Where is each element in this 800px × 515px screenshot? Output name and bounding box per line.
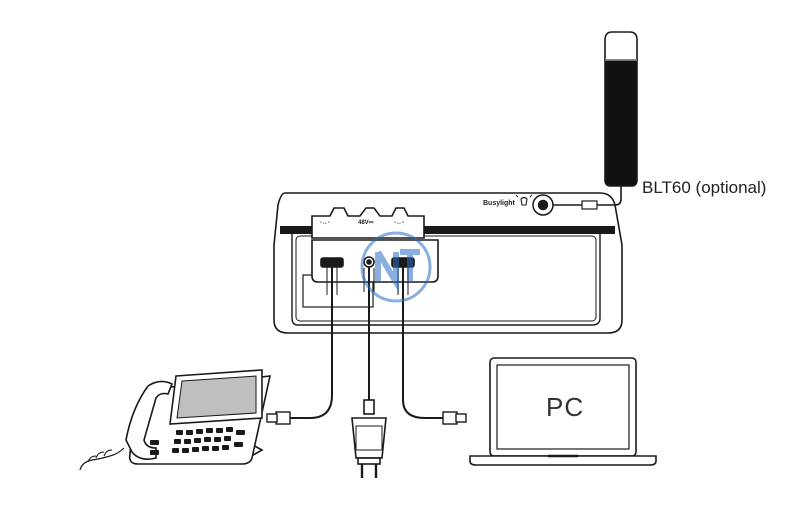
usb-plug-pc bbox=[442, 411, 467, 425]
power-adapter bbox=[351, 399, 387, 478]
dc-port bbox=[366, 259, 372, 265]
watermark-logo bbox=[360, 231, 432, 303]
busylight-port bbox=[515, 194, 554, 216]
pc-label: PC bbox=[546, 392, 585, 422]
usb-right-port-label: -↔- bbox=[394, 220, 404, 226]
blt60-label: BLT60 (optional) bbox=[642, 178, 767, 197]
phone-keypad bbox=[150, 427, 245, 455]
lightbulb-icon bbox=[520, 196, 528, 206]
ip-phone bbox=[79, 369, 272, 471]
usb-plug-phone bbox=[266, 411, 291, 425]
busylight-label: Busylight bbox=[483, 200, 515, 207]
usb-left-port-label: -↔- bbox=[320, 220, 330, 226]
blt60-handset bbox=[604, 31, 638, 187]
blt60-cable bbox=[553, 186, 622, 210]
phone-screen bbox=[176, 375, 257, 419]
usb-port-left bbox=[320, 257, 344, 268]
laptop-pc bbox=[469, 357, 657, 466]
dc-port-label: 48V⎓ bbox=[358, 220, 374, 226]
